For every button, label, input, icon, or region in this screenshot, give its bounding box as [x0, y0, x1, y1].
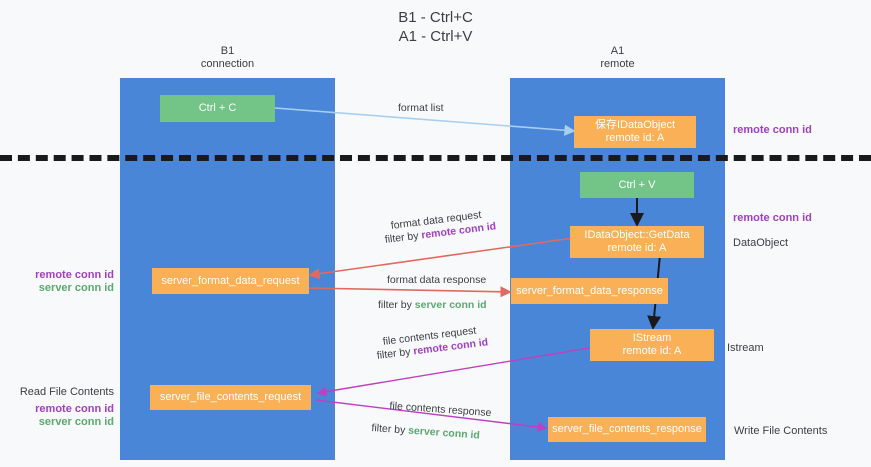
annotation-left-server-conn-id: server conn id — [38, 282, 114, 294]
edge-label-format-list: format list — [398, 102, 444, 114]
annotation-dataobject: DataObject — [733, 237, 789, 249]
column-header-a1: A1 remote — [600, 45, 635, 70]
node-server-file-contents-request[interactable]: server_file_contents_request — [150, 385, 311, 410]
node-server-format-data-response[interactable]: server_format_data_response — [511, 278, 668, 304]
filter-prefix: filter by — [378, 299, 415, 311]
node-idataobject-getdata[interactable]: IDataObject::GetData remote id: A — [570, 226, 704, 258]
annotation-remote-conn-id-mid: remote conn id — [733, 212, 812, 224]
annotation-left-remote-conn-id-2: remote conn id — [35, 403, 114, 415]
page-title: B1 - Ctrl+C A1 - Ctrl+V — [398, 9, 473, 45]
annotation-write-file-contents: Write File Contents — [734, 425, 828, 437]
annotation-read-file-contents: Read File Contents — [19, 386, 114, 398]
annotation-left-remote-conn-id: remote conn id — [35, 269, 114, 281]
edge-label-file-contents-response: file contents response — [389, 399, 492, 420]
node-server-file-contents-response[interactable]: server_file_contents_response — [548, 417, 706, 442]
edge-label-file-contents-response-filter: filter by server conn id — [371, 421, 480, 443]
filter-key-server-conn-id: server conn id — [414, 299, 487, 311]
annotation-istream: Istream — [727, 342, 764, 354]
filter-key-server-conn-id: server conn id — [407, 424, 481, 442]
node-ctrl-v[interactable]: Ctrl + V — [580, 172, 694, 198]
node-save-idataobject[interactable]: 保存IDataObject remote id: A — [574, 116, 696, 148]
wire-format-data-response — [307, 286, 512, 298]
annotation-left-server-conn-id-2: server conn id — [38, 416, 114, 428]
node-server-format-data-request[interactable]: server_format_data_request — [152, 268, 309, 294]
phase-separator — [0, 155, 871, 161]
node-istream[interactable]: IStream remote id: A — [590, 329, 714, 361]
edge-label-format-data-response: format data response — [387, 274, 487, 286]
filter-prefix: filter by — [376, 345, 415, 362]
edge-label-format-data-response-filter: filter by server conn id — [378, 298, 487, 312]
node-ctrl-c[interactable]: Ctrl + C — [160, 95, 275, 122]
column-header-b1: B1 connection — [200, 45, 255, 70]
filter-prefix: filter by — [384, 229, 423, 246]
filter-prefix: filter by — [371, 421, 409, 437]
annotation-remote-conn-id-top: remote conn id — [733, 124, 812, 136]
